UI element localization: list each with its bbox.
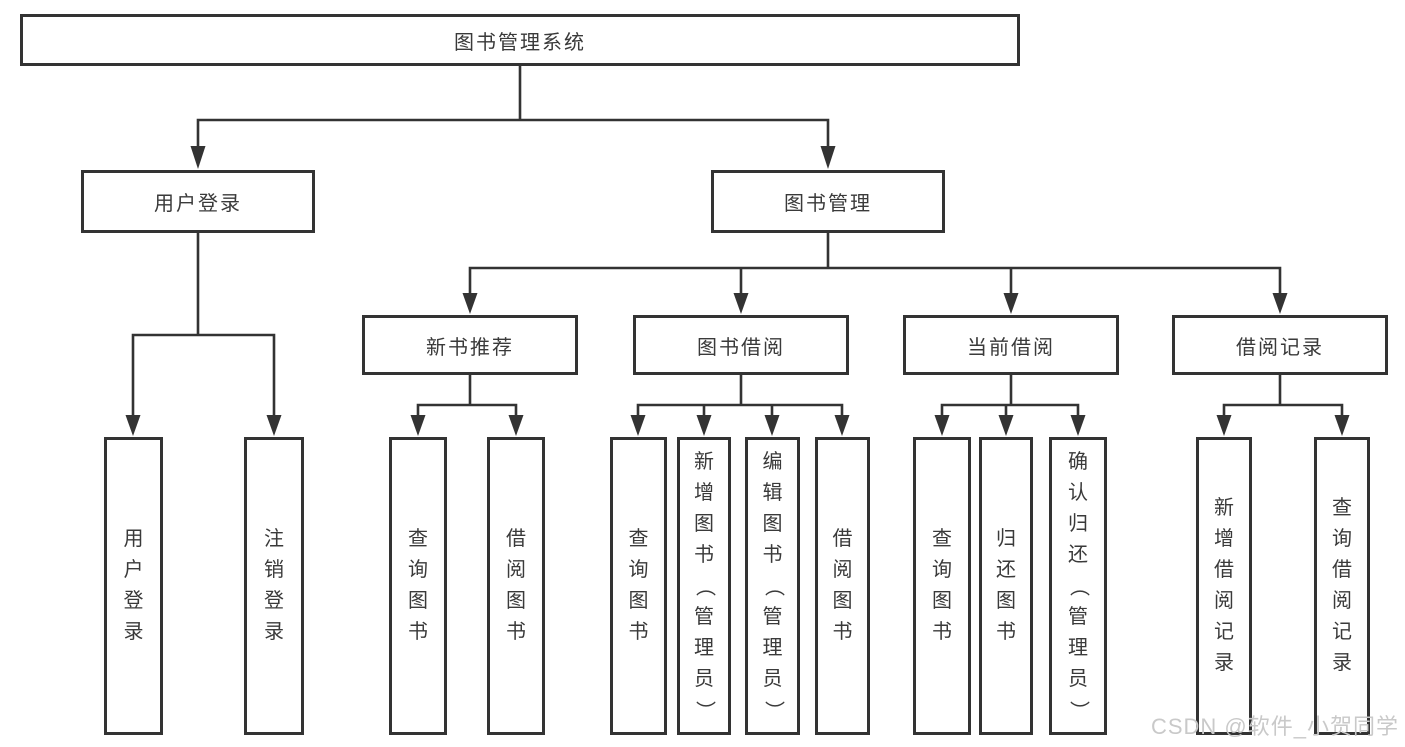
leaf-return-book: 归还图书 bbox=[979, 437, 1033, 735]
leaf-query-books-borrow: 查询图书 bbox=[610, 437, 667, 735]
leaf-confirm-return-admin: 确认归还（管理员） bbox=[1049, 437, 1107, 735]
node-root-system: 图书管理系统 bbox=[20, 14, 1020, 66]
branch-new-book-recommend bbox=[410, 375, 524, 436]
node-label: 查询图书 bbox=[932, 528, 952, 643]
node-current-borrow: 当前借阅 bbox=[903, 315, 1119, 375]
node-label: 编辑图书（管理员） bbox=[762, 450, 784, 721]
node-borrow-records: 借阅记录 bbox=[1172, 315, 1388, 375]
node-label: 注销登录 bbox=[264, 528, 284, 643]
node-label: 查询图书 bbox=[408, 528, 428, 643]
node-label: 借阅图书 bbox=[832, 528, 853, 643]
node-label: 归还图书 bbox=[996, 528, 1016, 643]
leaf-add-book-admin: 新增图书（管理员） bbox=[677, 437, 731, 735]
node-label: 当前借阅 bbox=[967, 336, 1055, 359]
leaf-borrow-books: 借阅图书 bbox=[815, 437, 870, 735]
node-label: 图书管理 bbox=[784, 193, 872, 215]
leaf-query-books-recommend: 查询图书 bbox=[389, 437, 447, 735]
node-label: 确认归还（管理员） bbox=[1067, 450, 1090, 721]
branch-book-management bbox=[462, 233, 1288, 314]
node-label: 新增借阅记录 bbox=[1214, 497, 1234, 674]
node-user-login: 用户登录 bbox=[81, 170, 315, 233]
node-label: 查询图书 bbox=[628, 528, 649, 643]
branch-root bbox=[190, 66, 836, 169]
branch-borrow-records bbox=[1216, 375, 1350, 436]
branch-current-borrow bbox=[934, 375, 1086, 436]
leaf-query-borrow-record: 查询借阅记录 bbox=[1314, 437, 1370, 735]
node-new-book-recommend: 新书推荐 bbox=[362, 315, 578, 375]
node-label: 查询借阅记录 bbox=[1332, 497, 1352, 674]
node-label: 图书管理系统 bbox=[454, 31, 586, 54]
node-label: 借阅图书 bbox=[506, 528, 526, 643]
csdn-watermark: CSDN @软件_小贺同学 bbox=[1150, 714, 1399, 739]
node-book-management: 图书管理 bbox=[711, 170, 945, 233]
node-book-borrow: 图书借阅 bbox=[633, 315, 849, 375]
node-label: 借阅记录 bbox=[1236, 336, 1324, 359]
node-label: 图书借阅 bbox=[697, 336, 785, 359]
leaf-add-borrow-record: 新增借阅记录 bbox=[1196, 437, 1252, 735]
leaf-query-books-current: 查询图书 bbox=[913, 437, 971, 735]
branch-book-borrow bbox=[630, 375, 850, 436]
node-label: 新增图书（管理员） bbox=[693, 450, 716, 721]
leaf-borrow-books-recommend: 借阅图书 bbox=[487, 437, 545, 735]
leaf-edit-book-admin: 编辑图书（管理员） bbox=[745, 437, 800, 735]
node-label: 用户登录 bbox=[123, 528, 144, 643]
leaf-logout: 注销登录 bbox=[244, 437, 304, 735]
node-label: 新书推荐 bbox=[426, 336, 514, 359]
node-label: 用户登录 bbox=[154, 193, 242, 215]
branch-user-login bbox=[125, 233, 282, 436]
leaf-user-login: 用户登录 bbox=[104, 437, 163, 735]
